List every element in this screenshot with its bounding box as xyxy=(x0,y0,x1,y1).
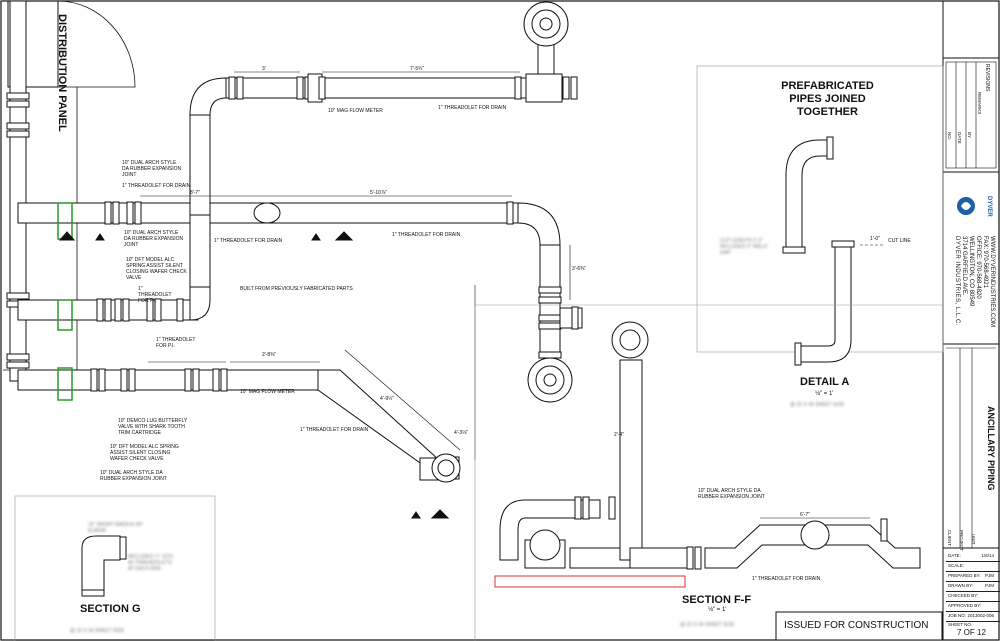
company-addr2: WELLINGTON, CO 80549 xyxy=(968,236,974,307)
left-riser xyxy=(6,0,30,382)
header-run-middle xyxy=(17,214,211,331)
callout-threadolet-drain-mid: 1" THREADOLET FOR DRAIN xyxy=(214,238,283,244)
section-ff-title: SECTION F-F xyxy=(682,594,752,606)
cut-line-label: CUT LINE xyxy=(888,238,911,244)
tb-project: PROJECT xyxy=(959,530,964,552)
issued-for-construction: ISSUED FOR CONSTRUCTION xyxy=(784,620,929,631)
dim-4: 5'-10⅞" xyxy=(370,190,387,196)
callout-threadolet-drain-mid2: 1" THREADOLET FOR DRAIN xyxy=(392,232,461,238)
callout-dual-arch-3: 10" DUAL ARCH STYLE DA RUBBER EXPANSION … xyxy=(100,470,167,482)
revision-table xyxy=(945,61,997,169)
pump-skid-outline xyxy=(494,575,686,588)
rev-head-no: NO. xyxy=(947,132,952,141)
company-logo-text: DYVER xyxy=(986,196,992,217)
callout-flow-meter-mid: 10" MAG FLOW METER xyxy=(240,389,295,395)
title-block-rows xyxy=(946,347,996,548)
header-run-upper xyxy=(17,201,583,403)
section-g-sheet-size: @ 22 X 34 SHEET SIZE xyxy=(70,628,125,634)
dim-10: 1'-0" xyxy=(870,236,880,242)
section-ff-drawing xyxy=(474,304,943,641)
cut-length-note: CUT LENGTH 2' 0" INCLUDED 2" WELD GAP xyxy=(720,238,768,256)
detail-a-drawing xyxy=(696,65,944,366)
tb-prepared-row: PREPARED BY:PJM xyxy=(946,572,1000,582)
dim-3: 8'-7" xyxy=(190,190,200,196)
callout-prev-fab: BUILT FROM PREVIOUSLY FABRICATED PARTS xyxy=(240,286,353,292)
tb-unit: UNIT xyxy=(971,534,976,545)
company-logo xyxy=(957,197,975,215)
company-web: WWW.DYVERINDUSTRIES.COM xyxy=(989,236,995,327)
company-office: OFFICE: 970-568-4820 xyxy=(975,236,981,299)
revisions-label: REVISIONS xyxy=(984,64,990,92)
rev-head-date: DATE xyxy=(957,132,962,144)
callout-threadolet-top: 1" THREADOLET FOR DRAIN xyxy=(438,105,507,111)
dim-11: 2'-4" xyxy=(614,432,624,438)
tb-approved-row: APPROVED BY: xyxy=(946,602,1000,612)
top-loop xyxy=(189,1,578,216)
callout-flow-meter-top: 10" MAG FLOW METER xyxy=(328,108,383,114)
company-name: DYVER INDUSTRIES, L.L.C. xyxy=(954,236,960,327)
dim-5: 3'-6⅜" xyxy=(572,266,587,272)
detail-a-sheet-size: @ 22 X 34 SHEET SIZE xyxy=(790,402,845,408)
callout-dual-arch-ff: 10" DUAL ARCH STYLE DA RUBBER EXPANSION … xyxy=(698,488,765,500)
dim-9: 6'-7" xyxy=(800,512,810,518)
dim-7: 4'-9½" xyxy=(380,396,395,402)
dim-6: 2'-8⅜" xyxy=(262,352,277,358)
tb-scale-row: SCALE: xyxy=(946,562,1000,572)
sheet-no-value: 7 OF 12 xyxy=(957,628,986,637)
tb-date-row: DATE:1/6/14 xyxy=(946,552,1000,562)
callout-butterfly: 10" DEMCO LUG BUTTERFLY VALVE WITH SHARK… xyxy=(118,418,188,436)
header-run-lower xyxy=(17,367,461,483)
ancillary-piping-title: ANCILLARY PIPING xyxy=(986,406,996,491)
dim-2: 7'-5¾" xyxy=(410,66,425,72)
callout-threadolet-drain-1: 1" THREADOLET FOR DRAIN xyxy=(122,183,191,189)
elbow-g-note: 10" SHORT RADIUS 90° ELBOW xyxy=(88,522,144,534)
g-threadolet-note: INCLUDES ½" SCH. 40 THREADOLETS AT EACH … xyxy=(128,554,174,572)
callout-ff-note: 1" THREADOLET FOR DRAIN xyxy=(752,576,821,582)
section-markers xyxy=(58,231,450,519)
callout-check-valve: 10" DFT MODEL ALC SPRING ASSIST SILENT C… xyxy=(126,257,187,281)
callout-threadolet-drain-low: 1" THREADOLET FOR DRAIN xyxy=(300,427,369,433)
section-g-title: SECTION G xyxy=(80,603,141,615)
sheet-no-label: SHEET NO. xyxy=(948,622,973,627)
tb-checked-row: CHECKED BY: xyxy=(946,592,1000,602)
callout-dual-arch-1: 10" DUAL ARCH STYLE DA RUBBER EXPANSION … xyxy=(122,160,182,178)
tb-client: CLIENT xyxy=(947,530,952,547)
detail-a-scale: ⅛" = 1' xyxy=(815,391,834,397)
dim-8: 4'-3⅛" xyxy=(454,430,469,436)
section-g-drawing xyxy=(14,495,216,641)
section-ff-sheet-size: @ 22 X 34 SHEET SIZE xyxy=(680,622,735,628)
dim-1: 3' xyxy=(262,66,266,72)
rev-head-remarks: REMARKS xyxy=(977,92,982,115)
rev-head-by: BY xyxy=(967,132,972,139)
tb-drawn-row: DRAWN BY:PJM xyxy=(946,582,1000,592)
company-addr1: 3714 GARFIELD AVE. xyxy=(961,236,967,296)
callout-check-valve-2: 10" DFT MODEL ALC SPRING ASSIST SILENT C… xyxy=(110,444,179,462)
callout-threadolet-pi-2: 1" THREADOLET FOR P.I. xyxy=(156,337,196,349)
company-fax: FAX: 970-568-4921 xyxy=(982,236,988,289)
prefab-title: PREFABRICATED PIPES JOINED TOGETHER xyxy=(781,80,874,118)
distribution-panel-label: DISTRIBUTION PANEL xyxy=(56,14,68,132)
detail-a-title: DETAIL A xyxy=(800,376,850,388)
callout-threadolet-pi: 1" THREADOLET FOR P.I. xyxy=(138,286,172,304)
tb-job-row: JOB NO:2013002-006 xyxy=(946,612,1000,622)
callout-dual-arch-2: 10" DUAL ARCH STYLE DA RUBBER EXPANSION … xyxy=(124,230,184,248)
section-ff-scale: ⅛" = 1' xyxy=(708,607,727,613)
